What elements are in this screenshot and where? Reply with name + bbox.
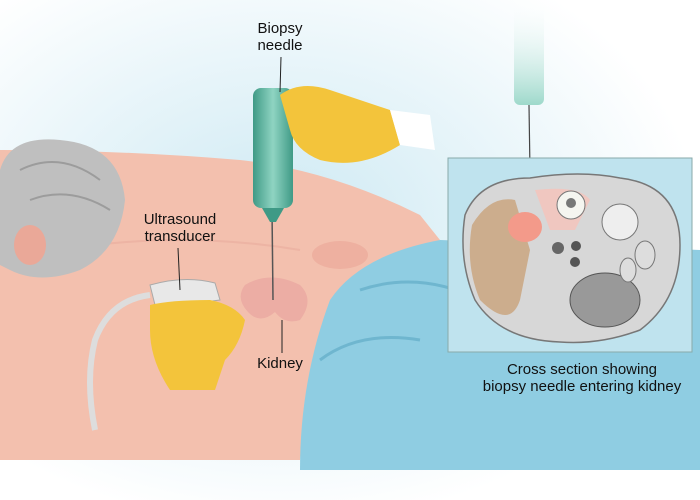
glove-hand-bottom: [150, 300, 245, 390]
label-biopsy-needle: Biopsy needle: [257, 20, 303, 54]
label-ultrasound-transducer: Ultrasound transducer: [143, 211, 217, 245]
ultrasound-cable: [87, 292, 151, 431]
label-kidney: Kidney: [257, 355, 303, 372]
kidney-shape: [240, 277, 308, 322]
glove-hand-top: [280, 86, 400, 163]
kidney-cross-section: [508, 212, 542, 242]
biopsy-needle-shaft: [271, 209, 274, 301]
caption: Cross section showing biopsy needle ente…: [482, 361, 682, 395]
syringe: [253, 88, 293, 208]
syringe-top: [514, 0, 544, 105]
